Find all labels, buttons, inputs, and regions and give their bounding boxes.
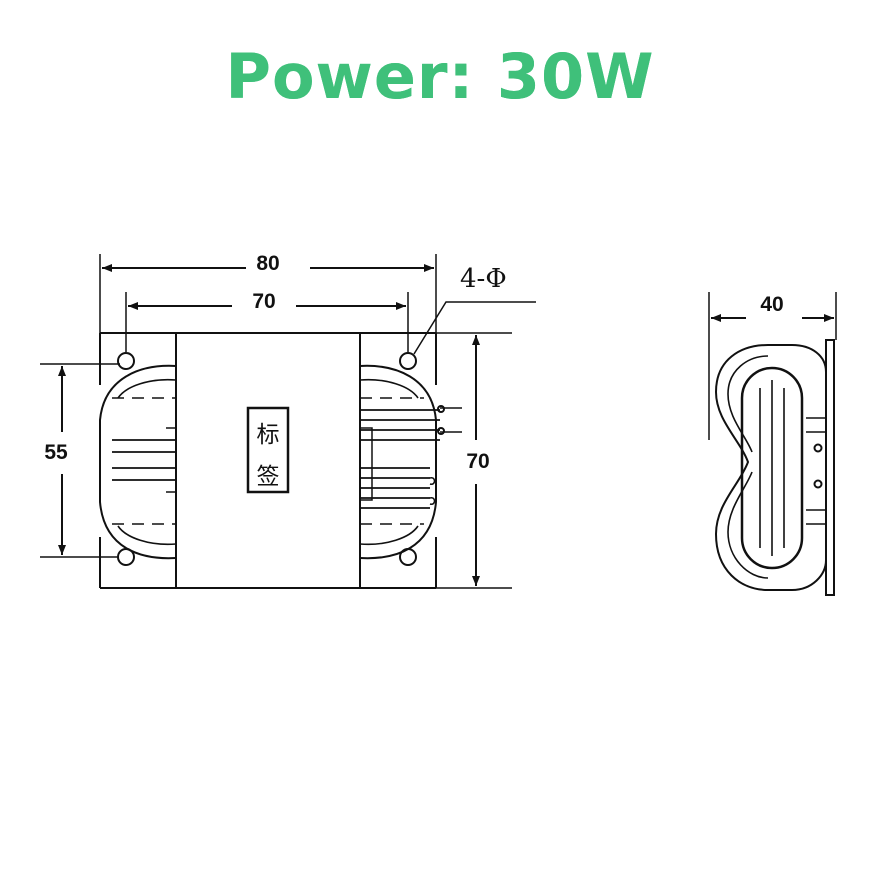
side-core (740, 366, 804, 570)
front-view (40, 254, 536, 589)
side-view (708, 292, 837, 596)
dim-depth: 40 (760, 293, 783, 316)
dim-overall-width: 80 (256, 252, 279, 275)
mount-hole-bottom-left (117, 548, 135, 566)
label-char-1: 标 (257, 422, 280, 448)
label-box (246, 406, 290, 494)
label-char-2: 签 (257, 464, 280, 490)
dim-overall-height: 70 (466, 450, 489, 473)
side-outer-winding (714, 344, 827, 591)
side-mount-plate (825, 339, 835, 596)
mount-hole-top-left (117, 352, 135, 370)
left-winding (99, 364, 177, 560)
mount-hole-top-right (399, 352, 417, 370)
dim-hole-spacing-width: 70 (252, 290, 275, 313)
right-winding (359, 364, 437, 560)
power-title: Power: 30W (0, 40, 880, 113)
mount-hole-bottom-right (399, 548, 417, 566)
holes-note: 4-Φ (460, 264, 507, 294)
dim-hole-spacing-height: 55 (44, 441, 68, 464)
